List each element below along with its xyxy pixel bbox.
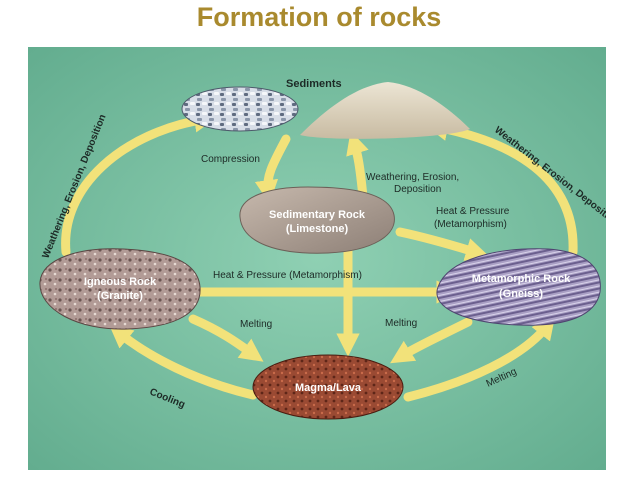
igneous-rock-node: Igneous Rock (Granite) bbox=[39, 248, 201, 330]
heat-pressure-mid-label: Heat & Pressure (Metamorphism) bbox=[213, 270, 362, 281]
page-title: Formation of rocks bbox=[196, 2, 442, 32]
arrow-sediments-to-sedimentary bbox=[254, 134, 291, 204]
sedimentary-rock-label: Sedimentary Rock bbox=[269, 209, 366, 221]
arrow-sedimentary-to-sediments bbox=[346, 130, 369, 202]
granite-rock bbox=[39, 248, 201, 330]
arrow-metamorphic-to-magma bbox=[390, 317, 473, 364]
arrow-magma-to-igneous bbox=[109, 324, 258, 400]
sedimentary-rock-node: Sedimentary Rock (Limestone) bbox=[239, 186, 395, 254]
magma-rock bbox=[252, 354, 404, 420]
cycle-arrows bbox=[61, 109, 578, 402]
sediments-node: Sediments bbox=[181, 78, 470, 139]
igneous-rock-label: Igneous Rock bbox=[84, 276, 157, 288]
arrow-sedimentary-to-metamorphic bbox=[395, 227, 490, 261]
arrow-igneous-to-sediments bbox=[61, 109, 218, 257]
melting-left-label: Melting bbox=[240, 319, 272, 330]
sedimentary-rock-type: (Limestone) bbox=[286, 223, 349, 235]
heat-pressure-right-label-line2: (Metamorphism) bbox=[434, 219, 507, 230]
compression-label: Compression bbox=[201, 154, 260, 165]
heat-pressure-right-label-line1: Heat & Pressure bbox=[436, 206, 510, 217]
weathering-center-label-line2: Deposition bbox=[394, 184, 441, 195]
arrow-magma-to-metamorphic bbox=[403, 315, 556, 402]
igneous-rock-type: (Granite) bbox=[97, 290, 143, 302]
rock-cycle-diagram: Sediments Sedimentary Rock (Limestone) I… bbox=[28, 47, 606, 470]
magma-node: Magma/Lava bbox=[252, 354, 404, 420]
pebbles-pile bbox=[181, 86, 299, 132]
arrow-igneous-to-magma bbox=[188, 314, 264, 362]
metamorphic-rock-type: (Gneiss) bbox=[499, 288, 543, 300]
melting-center-label: Melting bbox=[385, 318, 417, 329]
sediments-label: Sediments bbox=[286, 78, 342, 90]
weathering-center-label-line1: Weathering, Erosion, bbox=[366, 172, 459, 183]
gneiss-rock bbox=[436, 248, 601, 326]
limestone-rock bbox=[239, 186, 395, 254]
metamorphic-rock-node: Metamorphic Rock (Gneiss) bbox=[436, 248, 601, 326]
metamorphic-rock-label: Metamorphic Rock bbox=[472, 273, 571, 285]
magma-label: Magma/Lava bbox=[295, 382, 362, 394]
sand-pile bbox=[300, 82, 470, 139]
arrow-metamorphic-to-sediments bbox=[424, 117, 578, 257]
